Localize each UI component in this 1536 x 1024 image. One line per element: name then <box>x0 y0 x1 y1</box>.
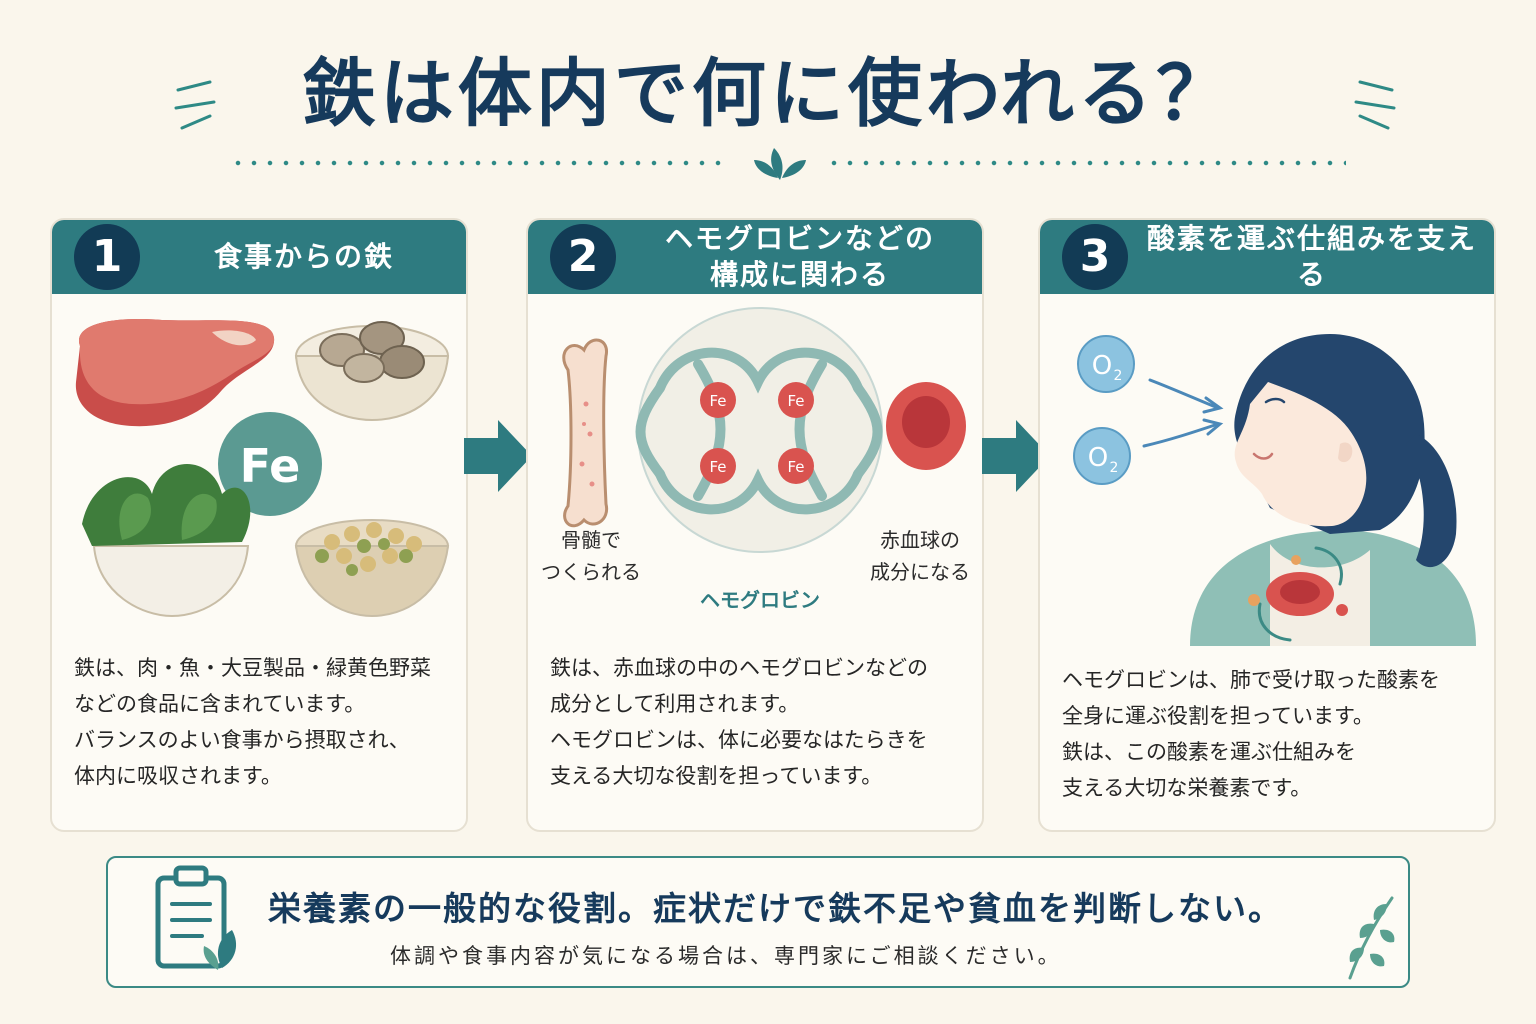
svg-text:2: 2 <box>1114 368 1123 384</box>
step-header-3: 3 酸素を運ぶ仕組みを支える <box>1040 220 1494 294</box>
step-number-3: 3 <box>1062 224 1128 290</box>
svg-text:Fe: Fe <box>787 458 804 476</box>
hemoglobin-molecule-icon: Fe Fe Fe Fe <box>635 307 883 553</box>
step-header-2: 2 ヘモグロビンなどの 構成に関わる <box>528 220 982 294</box>
red-blood-cell-icon <box>886 382 966 470</box>
notice-main-text: 栄養素の一般的な役割。症状だけで鉄不足や貧血を判断しない。 <box>268 889 1283 928</box>
step-heading-3: 酸素を運ぶ仕組みを支える <box>1146 222 1477 291</box>
circulation-icon <box>1248 546 1348 642</box>
divider-dots-right <box>826 160 1346 166</box>
step-body-1: 鉄は、肉・魚・大豆製品・緑黄色野菜 などの食品に含まれています。 バランスのよい… <box>74 656 431 788</box>
leaf-divider-icon <box>754 148 806 180</box>
fe-atom-icon: Fe Fe Fe Fe <box>700 382 814 484</box>
step-card-3: 3 酸素を運ぶ仕組みを支える O 2 O 2 <box>1038 218 1496 832</box>
leaf-branch-icon <box>1348 896 1395 980</box>
bone-label: 骨髄で つくられる <box>541 528 641 584</box>
step-heading-1: 食事からの鉄 <box>213 240 394 273</box>
step-heading-2: ヘモグロビンなどの 構成に関わる <box>664 222 935 291</box>
airflow-arrow-icon <box>1142 378 1224 448</box>
page-title: 鉄は体内で何に使われる？ <box>301 51 1235 137</box>
step-header-1: 1 食事からの鉄 <box>52 220 466 294</box>
svg-text:Fe: Fe <box>240 439 301 493</box>
svg-text:Fe: Fe <box>787 392 804 410</box>
steak-icon <box>75 319 275 427</box>
arrow-right-icon <box>982 420 1050 492</box>
notice-box: 栄養素の一般的な役割。症状だけで鉄不足や貧血を判断しない。 体調や食事内容が気に… <box>106 856 1410 988</box>
person-icon <box>1190 334 1476 646</box>
notice-sub-text: 体調や食事内容が気になる場合は、専門家にご相談ください。 <box>390 944 1062 968</box>
step-number-1: 1 <box>74 224 140 290</box>
hemoglobin-label: ヘモグロビン <box>700 588 820 612</box>
beans-bowl-icon <box>294 519 450 618</box>
step-card-2: 2 ヘモグロビンなどの 構成に関わる Fe Fe Fe <box>526 218 984 832</box>
step-body-3: ヘモグロビンは、肺で受け取った酸素を 全身に運ぶ役割を担っています。 鉄は、この… <box>1062 668 1440 800</box>
fe-badge-icon: Fe <box>218 412 322 516</box>
step-card-1: 1 食事からの鉄 Fe <box>50 218 468 832</box>
divider-dots-left <box>230 160 730 166</box>
step-body-2: 鉄は、赤血球の中のヘモグロビンなどの 成分として利用されます。 ヘモグロビンは、… <box>550 656 928 788</box>
hemoglobin-illustration: Fe Fe Fe Fe <box>562 307 966 553</box>
sparkle-right-icon <box>1354 80 1396 130</box>
oxygen-molecule-icon: O 2 O 2 <box>1073 335 1135 485</box>
svg-text:O: O <box>1092 351 1112 381</box>
svg-text:2: 2 <box>1110 460 1119 476</box>
svg-text:Fe: Fe <box>709 392 726 410</box>
rbc-label: 赤血球の 成分になる <box>870 528 970 584</box>
iron-foods-illustration: Fe <box>75 319 450 618</box>
sparkle-left-icon <box>174 80 216 130</box>
spinach-bowl-icon <box>82 464 251 618</box>
clipboard-icon <box>155 865 237 970</box>
arrow-right-icon <box>464 420 532 492</box>
bone-icon <box>562 338 609 528</box>
svg-text:O: O <box>1088 443 1108 473</box>
breathing-person-illustration: O 2 O 2 <box>1073 334 1476 646</box>
step-number-2: 2 <box>550 224 616 290</box>
clams-bowl-icon <box>294 321 450 422</box>
svg-text:Fe: Fe <box>709 458 726 476</box>
